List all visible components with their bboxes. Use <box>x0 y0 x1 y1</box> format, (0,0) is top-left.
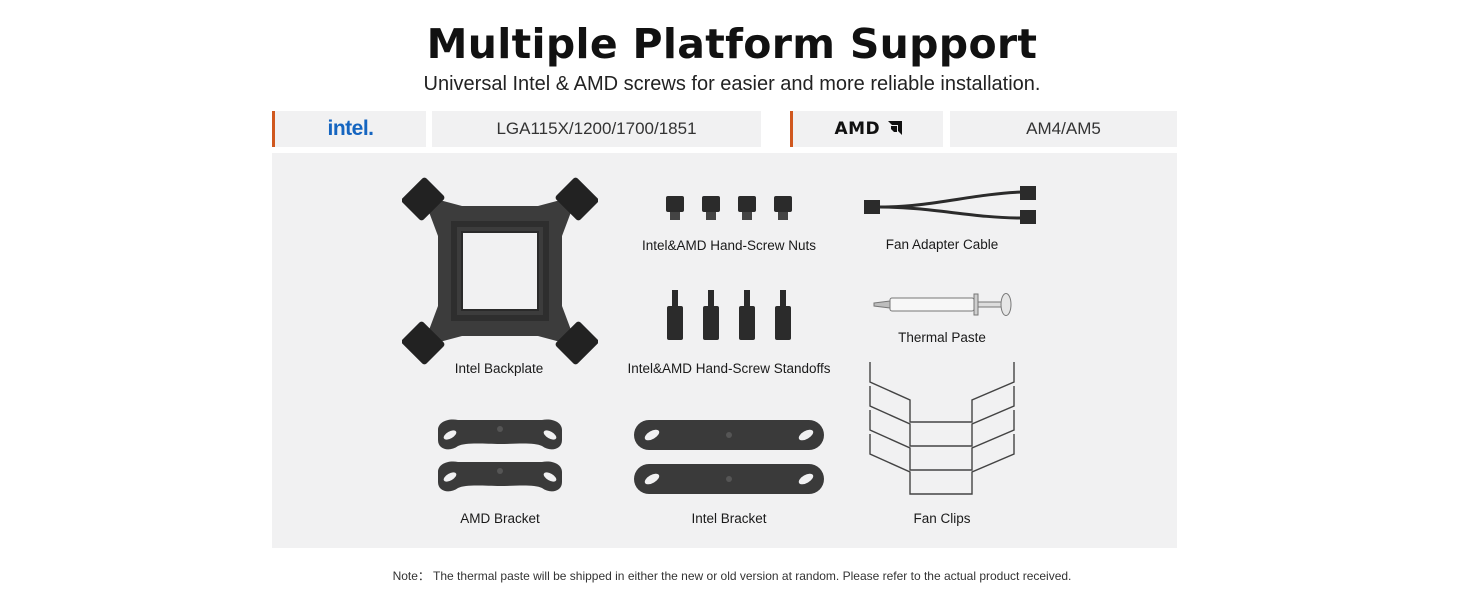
amd-logo-box: AMD <box>793 111 943 147</box>
hand-screw-standoffs-image <box>667 290 791 340</box>
intel-sockets: LGA115X/1200/1700/1851 <box>496 119 697 138</box>
amd-bracket-image <box>438 419 562 492</box>
amd-sockets-box: AM4/AM5 <box>950 111 1177 147</box>
thermal-paste-image <box>873 293 1012 316</box>
fan-adapter-cable-image <box>864 186 1036 224</box>
amd-sockets: AM4/AM5 <box>1026 119 1101 138</box>
intel-backplate-image <box>402 177 598 365</box>
intel-accent-bar <box>272 111 275 147</box>
thermal-paste-label: Thermal Paste <box>898 330 986 345</box>
footnote: Note： The thermal paste will be shipped … <box>392 569 1072 583</box>
intel-logo: intel. <box>327 117 374 140</box>
intel-bracket-label: Intel Bracket <box>691 511 767 526</box>
fan-clips-label: Fan Clips <box>913 511 971 526</box>
amd-logo: AMD <box>834 119 902 139</box>
amd-bracket-label: AMD Bracket <box>460 511 540 526</box>
hand-screw-nuts-label: Intel&AMD Hand-Screw Nuts <box>641 238 817 253</box>
fan-clips-image <box>869 362 1015 495</box>
intel-backplate-label: Intel Backplate <box>454 361 544 376</box>
hand-screw-standoffs-label: Intel&AMD Hand-Screw Standoffs <box>627 361 831 376</box>
intel-bracket-image <box>634 420 824 494</box>
intel-logo-box: intel. <box>275 111 426 147</box>
amd-arrow-icon <box>887 121 902 135</box>
page-subtitle: Universal Intel & AMD screws for easier … <box>423 73 1041 95</box>
amd-accent-bar <box>790 111 793 147</box>
intel-sockets-box: LGA115X/1200/1700/1851 <box>432 111 761 147</box>
fan-adapter-cable-label: Fan Adapter Cable <box>885 237 999 252</box>
page-title: Multiple Platform Support <box>426 20 1038 68</box>
hand-screw-nuts-image <box>666 196 792 220</box>
